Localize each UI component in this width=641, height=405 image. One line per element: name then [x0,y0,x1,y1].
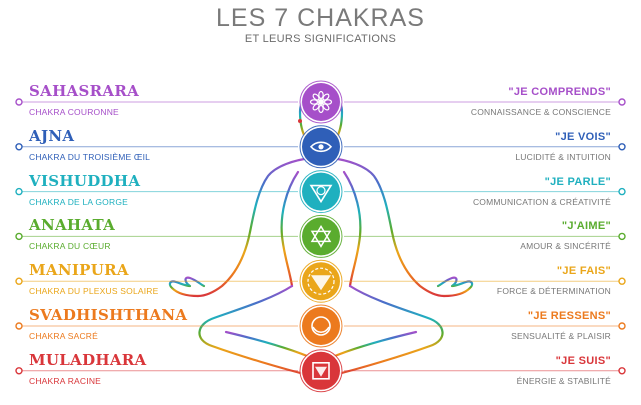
chakra-meaning: LUCIDITÉ & INTUITION [515,151,611,162]
third-eye-chakra-icon [299,125,343,169]
chakra-name: MANIPURA [29,261,129,280]
chakra-meaning: ÉNERGIE & STABILITÉ [516,375,611,386]
sacral-chakra-icon [299,304,343,348]
figure-right-hand [436,276,474,298]
chakra-mantra: "JE SUIS" [555,354,611,367]
chakra-meaning: SENSUALITÉ & PLAISIR [511,331,611,341]
figure-right-arm [329,156,446,298]
chakra-mantra: "JE RESSENS" [527,310,611,322]
chakra-mantra: "JE VOIS" [555,130,611,143]
chakra-subtitle: CHAKRA COURONNE [29,107,119,117]
chakra-mantra: "JE FAIS" [556,265,611,278]
figure-left-arm [196,156,313,298]
chakra-meaning: FORCE & DÉTERMINATION [496,286,611,297]
chakra-name: SVADHISHTHANA [29,306,188,324]
connector-endpoint-right [618,367,626,375]
connector-endpoint-left [15,277,23,285]
connector-endpoint-right [618,187,626,196]
root-chakra-icon [299,349,343,393]
figure-right-body [342,170,362,288]
figure-left-hand [168,276,206,298]
connector-endpoint-left [15,322,23,330]
connector-endpoint-right [618,277,626,285]
connector-endpoint-right [618,322,626,330]
connector-endpoint-right [618,232,626,241]
connector-endpoint-left [15,367,23,375]
connector-endpoint-left [15,187,23,196]
decor-dot [298,119,302,123]
chakra-mantra: "JE COMPRENDS" [508,86,611,98]
chakra-subtitle: CHAKRA DU PLEXUS SOLAIRE [29,286,159,297]
chakra-name: ANAHATA [29,216,116,235]
page-title: LES 7 CHAKRAS [216,4,425,32]
page-subtitle: ET LEURS SIGNIFICATIONS [244,33,397,45]
chakra-mantra: "JE PARLE" [544,175,611,188]
connector-endpoint-left [15,232,23,241]
chakra-subtitle: CHAKRA DU CŒUR [29,241,111,252]
chakra-meaning: COMMUNICATION & CRÉATIVITÉ [472,196,611,207]
chakra-name: MULADHARA [29,350,147,369]
chakra-name: AJNA [29,126,75,145]
chakra-mantra: "J'AIME" [561,220,611,233]
connector-endpoint-right [618,143,626,151]
connector-endpoint-right [618,98,626,106]
connector-endpoint-left [15,143,23,151]
throat-chakra-icon [299,170,343,214]
chakra-name: SAHASRARA [29,82,140,100]
chakra-meaning: AMOUR & SINCÉRITÉ [520,241,611,252]
chakra-subtitle: CHAKRA SACRÉ [29,331,99,341]
chakra-name: VISHUDDHA [29,171,141,190]
chakra-subtitle: CHAKRA DE LA GORGE [29,196,129,207]
crown-chakra-icon [299,80,343,124]
chakra-subtitle: CHAKRA DU TROISIÈME ŒIL [29,151,151,162]
connector-endpoint-left [15,98,23,106]
solar-plexus-chakra-icon [299,259,343,303]
chakra-meaning: CONNAISSANCE & CONSCIENCE [470,107,611,117]
heart-chakra-icon [299,214,343,258]
chakra-subtitle: CHAKRA RACINE [29,375,102,386]
figure-left-body [280,170,300,288]
